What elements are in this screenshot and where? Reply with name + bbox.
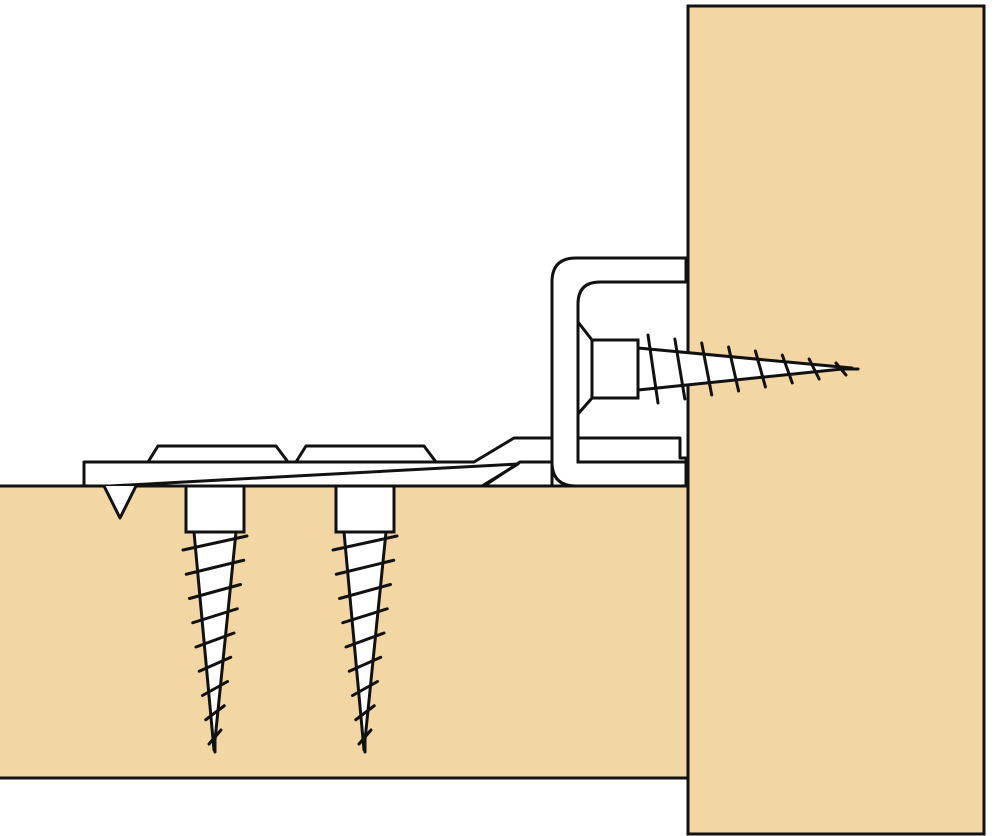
locating-spike — [102, 485, 138, 520]
horizontal-screw-threads — [646, 333, 860, 405]
vertical-screw-right-head — [334, 484, 396, 534]
screw-thread — [188, 583, 242, 600]
vertical-screw-right-threads — [331, 534, 399, 754]
horizontal-screw-countersink — [576, 321, 594, 415]
screw-thread — [334, 558, 396, 576]
screw-thread — [341, 607, 389, 625]
screw-thread — [780, 353, 794, 385]
screw-thread — [351, 680, 379, 697]
screw-pad-left — [146, 444, 290, 464]
screw-thread — [673, 337, 687, 401]
screw-thread — [181, 534, 249, 552]
screw-thread — [354, 704, 376, 722]
screw-pad-right — [294, 444, 438, 464]
screw-thread — [347, 655, 383, 673]
screw-thread — [338, 583, 392, 600]
screw-thread — [184, 558, 246, 576]
screw-thread — [201, 680, 229, 697]
bracket-cup-inner-floor — [576, 438, 686, 464]
screw-thread — [197, 655, 233, 673]
vertical-screw-left-head — [184, 484, 246, 534]
screw-thread — [204, 704, 226, 722]
screw-thread — [191, 607, 239, 625]
screw-thread — [753, 349, 767, 389]
screw-thread — [194, 631, 236, 649]
horizontal-screw-shank — [636, 346, 854, 392]
screw-thread — [331, 534, 399, 552]
vertical-screw-left-threads — [181, 534, 249, 754]
screw-thread — [727, 345, 741, 393]
screw-thread — [344, 631, 386, 649]
screw-thread — [807, 357, 821, 381]
vertical-wood-panel — [686, 4, 986, 836]
screw-thread — [700, 341, 714, 397]
bracket-plate-edge — [82, 460, 552, 488]
screw-thread — [646, 333, 660, 405]
horizontal-screw-head — [590, 338, 640, 400]
